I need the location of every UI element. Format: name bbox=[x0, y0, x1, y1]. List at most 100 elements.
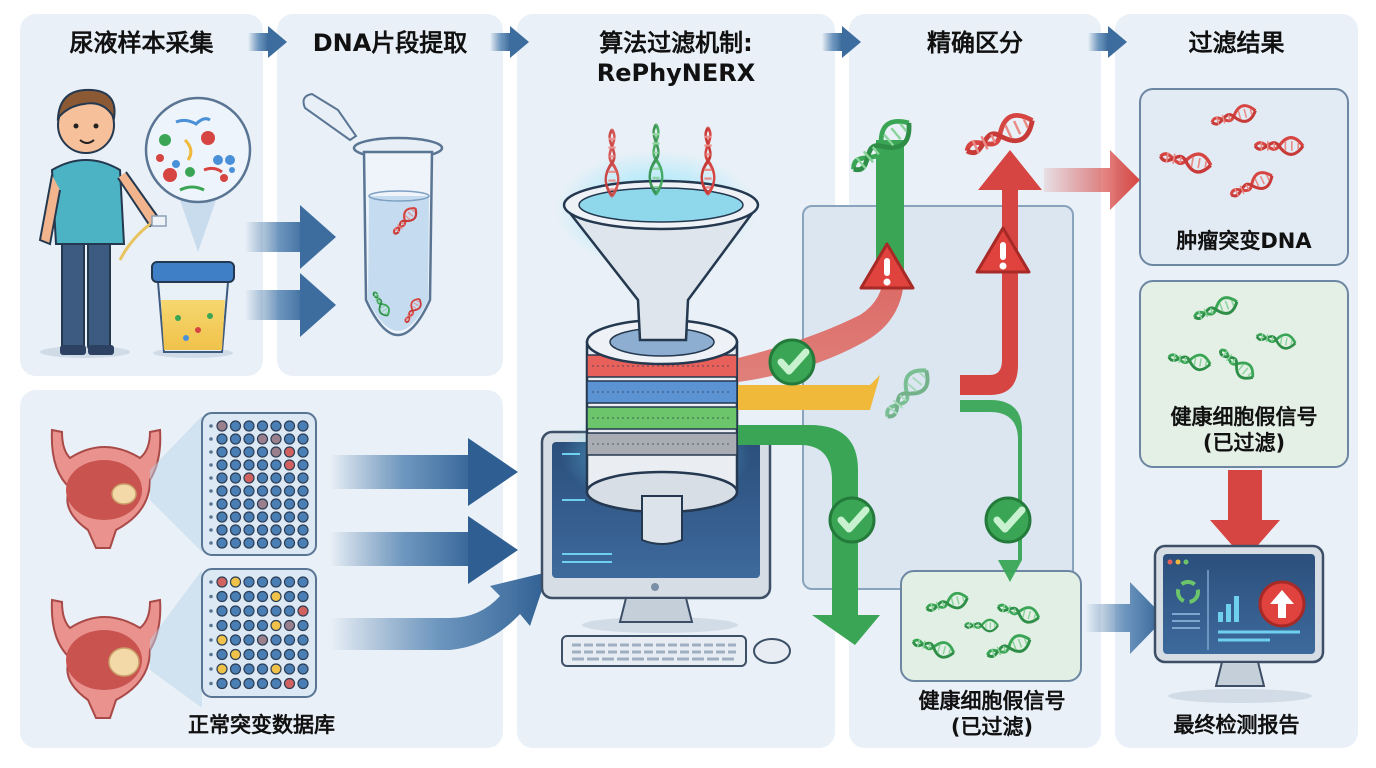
up-arrow-alert-icon bbox=[1258, 580, 1306, 628]
mutation-dot bbox=[297, 446, 309, 458]
mutation-dot bbox=[216, 459, 228, 471]
report-monitor bbox=[1153, 544, 1325, 703]
mutation-dot bbox=[270, 605, 282, 617]
mutation-dot bbox=[256, 524, 269, 536]
mutation-dot bbox=[243, 446, 255, 458]
mutation-dot bbox=[256, 446, 269, 458]
mutation-dot bbox=[243, 498, 255, 510]
mutation-dot bbox=[229, 537, 242, 549]
tumor-dna-icon bbox=[962, 109, 1038, 162]
mutation-dot bbox=[283, 459, 296, 471]
mutation-dot bbox=[270, 433, 282, 445]
mutation-dot bbox=[216, 472, 228, 484]
grid-bullet bbox=[209, 489, 213, 493]
mutation-dot bbox=[216, 537, 228, 549]
mutation-dot bbox=[297, 537, 309, 549]
mutation-dot bbox=[256, 433, 269, 445]
mutation-dot bbox=[283, 677, 296, 690]
mutation-dot bbox=[216, 677, 228, 690]
mutation-dot bbox=[243, 576, 255, 588]
mutation-dot bbox=[283, 648, 296, 661]
mutation-dot bbox=[243, 420, 255, 432]
mutation-dot bbox=[283, 634, 296, 646]
mutation-dot bbox=[256, 663, 269, 675]
grid-bullet bbox=[209, 652, 213, 657]
mutation-dot bbox=[216, 590, 228, 603]
mutation-dot bbox=[297, 459, 309, 471]
step-arrow-icon-3 bbox=[822, 26, 861, 58]
mutation-dot bbox=[270, 634, 282, 646]
bladder-illustration-2 bbox=[50, 570, 202, 719]
mutation-dot bbox=[270, 648, 282, 661]
mutation-dot bbox=[256, 485, 269, 497]
grid-bullet bbox=[209, 437, 213, 441]
mutation-dot bbox=[283, 619, 296, 632]
mutation-grid-1 bbox=[201, 412, 317, 556]
healthy-signal-label: 健康细胞假信号 (已过滤) bbox=[1139, 404, 1349, 457]
step-title-collect: 尿液样本采集 bbox=[69, 29, 214, 57]
mutation-dot bbox=[283, 511, 296, 523]
mutation-dot bbox=[297, 511, 309, 523]
flow-arrow-icon-db-3 bbox=[330, 572, 548, 650]
mutation-dot bbox=[270, 524, 282, 536]
distinguish-flows bbox=[738, 140, 1280, 654]
algorithm-title: 算法过滤机制: bbox=[599, 29, 753, 57]
mutation-dot bbox=[256, 420, 269, 432]
flow-arrow-icon-db-1 bbox=[330, 438, 518, 506]
mutation-dot bbox=[229, 498, 242, 510]
mutation-dot bbox=[256, 605, 269, 617]
mutation-dot bbox=[297, 677, 309, 690]
mutation-dot bbox=[283, 446, 296, 458]
tumor-dna-cluster bbox=[1157, 101, 1305, 204]
grid-bullet bbox=[209, 541, 213, 545]
mutation-dot bbox=[270, 677, 282, 690]
mutation-dot bbox=[270, 498, 282, 510]
mutation-dot bbox=[216, 605, 228, 617]
mutation-dot bbox=[256, 619, 269, 632]
mutation-dot bbox=[229, 605, 242, 617]
mutation-dot bbox=[229, 677, 242, 690]
tumor-dna-label: 肿瘤突变DNA bbox=[1176, 229, 1312, 253]
distinguish-healthy-caption: 健康细胞假信号 (已过滤) bbox=[876, 688, 1108, 741]
mutation-dot bbox=[229, 420, 242, 432]
mutation-dot bbox=[270, 511, 282, 523]
grid-bullet bbox=[209, 609, 213, 613]
mutation-dot bbox=[283, 485, 296, 497]
healthy-signal-box bbox=[1139, 280, 1349, 468]
mutation-dot bbox=[229, 663, 242, 675]
flow-arrow-icon-db-2 bbox=[330, 516, 518, 584]
check-icon-2 bbox=[830, 498, 874, 542]
mutation-dot bbox=[270, 590, 282, 603]
mutation-dot bbox=[229, 524, 242, 536]
mutation-dot bbox=[283, 420, 296, 432]
grid-bullet bbox=[209, 450, 213, 454]
mutation-dot bbox=[256, 677, 269, 690]
mutation-dot bbox=[283, 576, 296, 588]
mutation-dot bbox=[283, 590, 296, 603]
mutation-dot bbox=[243, 511, 255, 523]
tumor-dna-box bbox=[1139, 88, 1349, 266]
mutation-dot bbox=[216, 420, 228, 432]
mutation-dot bbox=[256, 498, 269, 510]
step-arrow-icon-1 bbox=[248, 26, 287, 58]
grid-bullet bbox=[209, 463, 213, 467]
mutation-dot bbox=[297, 433, 309, 445]
mutation-dot bbox=[243, 485, 255, 497]
mutation-dot bbox=[243, 472, 255, 484]
mutation-dot bbox=[216, 619, 228, 632]
step-title-extract: DNA片段提取 bbox=[312, 29, 468, 57]
mutation-dot bbox=[270, 485, 282, 497]
mutation-dot bbox=[270, 537, 282, 549]
algorithm-name: RePhyNERX bbox=[596, 59, 756, 87]
mutation-dot bbox=[216, 576, 228, 588]
mutation-dot bbox=[270, 459, 282, 471]
mutation-dot bbox=[297, 472, 309, 484]
grid-bullet bbox=[209, 528, 213, 532]
mutation-dot bbox=[297, 485, 309, 497]
mutation-dot bbox=[229, 648, 242, 661]
filter-funnel bbox=[556, 150, 760, 545]
grid-bullet bbox=[209, 424, 213, 428]
warning-icon-2 bbox=[975, 226, 1031, 274]
mutation-dot bbox=[256, 590, 269, 603]
